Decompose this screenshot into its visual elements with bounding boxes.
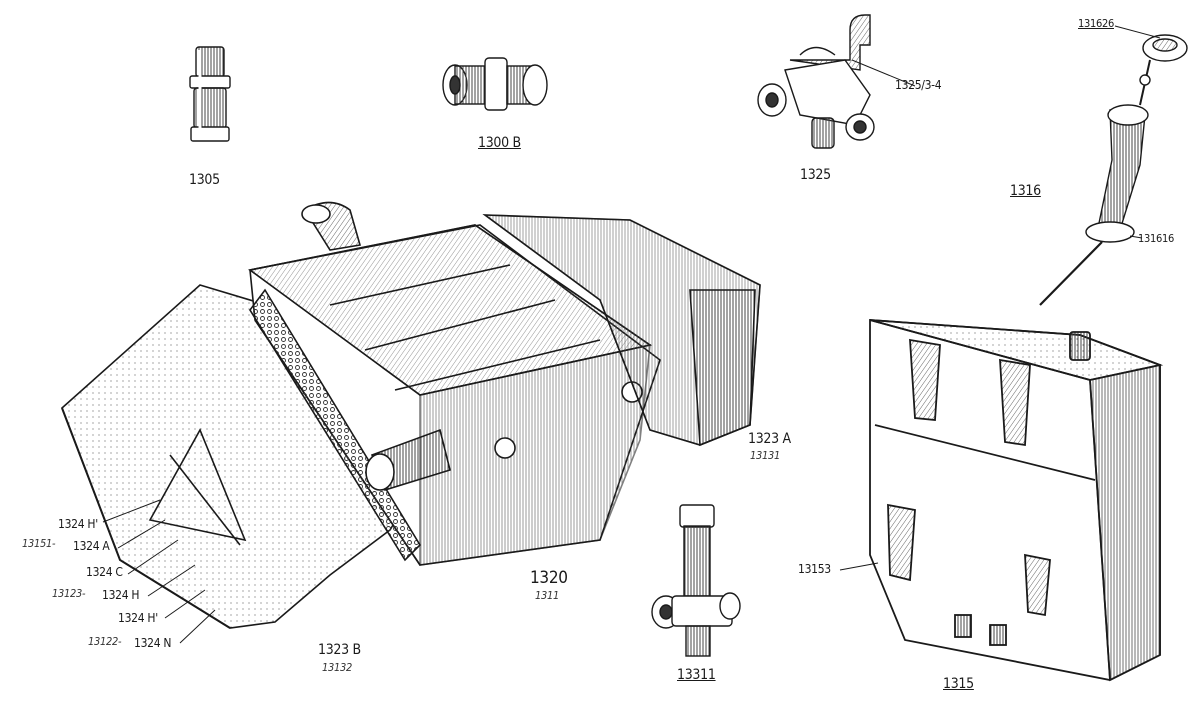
label-1324n: 1324 N [134,636,172,650]
label-13123: 13123- [52,587,86,600]
label-1325: 1325 [800,167,831,183]
label-1320: 1320 [530,568,568,588]
part-1325-drawing [757,14,916,149]
label-1323b-sub: 13132 [322,661,352,674]
label-1324h-prime-1: 1324 H' [58,517,98,531]
label-1324c: 1324 C [86,565,123,579]
label-1325-3-4: 1325/3-4 [895,78,942,92]
label-1315: 1315 [943,676,974,692]
part-13311-drawing [651,504,741,657]
label-13311: 13311 [677,667,716,683]
label-1305: 1305 [189,172,220,188]
part-1300b-drawing [442,57,548,111]
part-1315-drawing [839,319,1164,682]
label-1323a: 1323 A [748,431,791,447]
leader-lines [102,499,216,644]
label-1316: 1316 [1010,183,1041,199]
label-1323a-sub: 13131 [750,449,780,462]
label-1323b: 1323 B [318,642,361,658]
label-1300b: 1300 B [478,135,521,151]
part-1316-drawing [1039,25,1188,306]
label-1320-sub: 1311 [535,589,559,602]
label-13122: 13122- [88,635,122,648]
label-131616: 131616 [1138,232,1174,245]
part-1305-drawing [189,46,231,142]
label-13153: 13153 [798,562,831,576]
label-1324h-prime-2: 1324 H' [118,611,158,625]
label-131626: 131626 [1078,17,1114,30]
label-1324a: 1324 A [73,539,110,553]
label-13151: 13151- [22,537,56,550]
label-1324h: 1324 H [102,588,140,602]
part-1320-drawing [61,201,761,629]
